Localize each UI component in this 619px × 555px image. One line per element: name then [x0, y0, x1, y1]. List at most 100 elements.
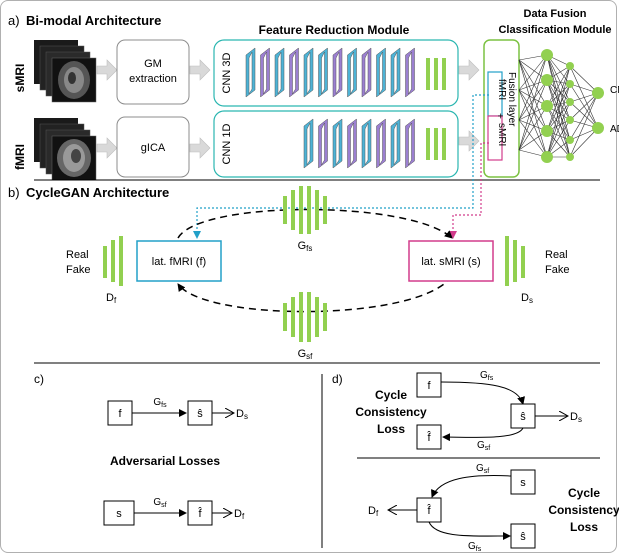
- cycle-loss-top-2: Consistency: [355, 405, 427, 419]
- cnn3d-layer: [274, 47, 285, 98]
- cnn3d-layer: [390, 47, 401, 98]
- nn-node: [541, 100, 553, 112]
- nn-edge: [546, 54, 571, 85]
- nn-edge: [546, 83, 571, 132]
- cycle-loss-bottom-2: Consistency: [548, 503, 619, 517]
- c-gsf-label: Gsf: [153, 497, 166, 509]
- smri-link-arrow: [449, 142, 489, 239]
- fmri-label: fMRI: [13, 144, 27, 170]
- cnn3d-layer: [318, 47, 328, 98]
- nn-edge: [569, 92, 599, 121]
- nn-edge: [518, 79, 548, 151]
- nn-edge: [546, 105, 571, 158]
- smri-label: sMRI: [13, 64, 27, 93]
- d2-arrow-gsf: [431, 475, 512, 498]
- c-ds-label: Ds: [236, 408, 248, 421]
- nn-edge: [569, 83, 599, 129]
- c-f-label: f: [118, 408, 122, 420]
- nn-edge: [546, 101, 571, 132]
- fusion-smri-box: [487, 115, 503, 161]
- c-fhat-box: [187, 500, 213, 526]
- gica-label: gICA: [141, 142, 166, 154]
- discriminator-f-bars: [103, 236, 123, 286]
- nn-edge: [546, 83, 571, 158]
- fusion-fmri-label: fMRI: [496, 79, 507, 100]
- nn-node: [566, 80, 574, 88]
- nn-node: [541, 125, 553, 137]
- cycle-loss-top-1: Cycle: [375, 388, 407, 402]
- nn-node: [566, 136, 574, 144]
- nn-edge: [518, 119, 548, 158]
- d2-shat-label: ŝ: [520, 531, 526, 543]
- nn-edge: [546, 79, 571, 121]
- section-b-label: b): [8, 185, 20, 200]
- nn-node: [566, 153, 574, 161]
- cnn1d-layer: [318, 118, 328, 169]
- cnn1d-layer: [376, 118, 386, 169]
- cnn1d-label: CNN 1D: [221, 123, 233, 164]
- cnn1d-layers: [303, 118, 415, 169]
- d1-gfs-label: Gfs: [480, 370, 494, 382]
- c-s-label: s: [116, 508, 122, 520]
- section-c-label: c): [34, 372, 44, 386]
- cnn3d-layer: [361, 47, 372, 98]
- fusion-smri-label: sMRI: [496, 123, 507, 146]
- nn-edge: [569, 65, 599, 94]
- c-df-label: Df: [234, 508, 245, 521]
- d1-arrow-gsf: [442, 427, 524, 442]
- nn-edge: [518, 54, 548, 91]
- generator-fs-bars: [283, 186, 327, 234]
- d1-ds-label: Ds: [570, 411, 582, 424]
- nn-node: [566, 116, 574, 124]
- section-d-label: d): [332, 372, 343, 386]
- nn-edge: [546, 119, 571, 158]
- nn-edge: [518, 54, 548, 121]
- nn-edge: [546, 65, 571, 132]
- discriminator-s-bars: [505, 236, 525, 286]
- nn-node: [541, 151, 553, 163]
- d-s-label: Ds: [521, 292, 533, 305]
- cycle-loss-bottom-3: Loss: [570, 520, 598, 534]
- nn-node: [541, 74, 553, 86]
- nn-node: [592, 122, 604, 134]
- nn-node: [541, 49, 553, 61]
- section-a-label: a): [8, 13, 20, 28]
- nn-edge: [546, 54, 571, 103]
- nn-edge: [546, 65, 571, 107]
- gm-label-2: extraction: [129, 73, 177, 85]
- d2-s-box: [510, 469, 536, 495]
- generator-sf-bars: [283, 292, 327, 342]
- cnn3d-layer: [376, 47, 386, 98]
- cnn1d-layer: [390, 118, 401, 169]
- d-f-label: Df: [106, 292, 117, 305]
- cnn3d-layers: [245, 47, 415, 98]
- nn-edge: [569, 101, 599, 129]
- cnn1d-layer: [347, 118, 357, 169]
- nn-edge: [518, 89, 548, 158]
- fake-left-label: Fake: [66, 264, 90, 276]
- cnn3d-layer: [405, 47, 415, 98]
- grey-arrows: [96, 59, 480, 159]
- gica-box: [116, 116, 190, 178]
- d2-s-label: s: [520, 477, 526, 489]
- cnn1d-layer: [361, 118, 372, 169]
- nn-edge: [518, 59, 548, 158]
- nn-edge: [546, 105, 571, 141]
- nn-edge: [546, 101, 571, 158]
- d2-fhat-label: f̂: [427, 503, 431, 517]
- dfc-title-2: Classification Module: [498, 24, 611, 36]
- nn-edge: [569, 92, 599, 158]
- g-sf-label: Gsf: [298, 348, 314, 361]
- lat-fmri-box: [136, 240, 222, 282]
- c-f-box: [107, 400, 133, 426]
- real-right-label: Real: [545, 249, 568, 261]
- nn-edge: [546, 79, 571, 141]
- adversarial-losses-label: Adversarial Losses: [110, 454, 220, 468]
- c-shat-label: ŝ: [197, 408, 203, 420]
- nn-edge: [518, 105, 548, 151]
- cnn3d-layer: [303, 47, 314, 98]
- cnn1d-layer: [405, 118, 415, 169]
- cycle-loss-top-3: Loss: [377, 422, 405, 436]
- nn-edge: [546, 65, 571, 158]
- real-left-label: Real: [66, 249, 89, 261]
